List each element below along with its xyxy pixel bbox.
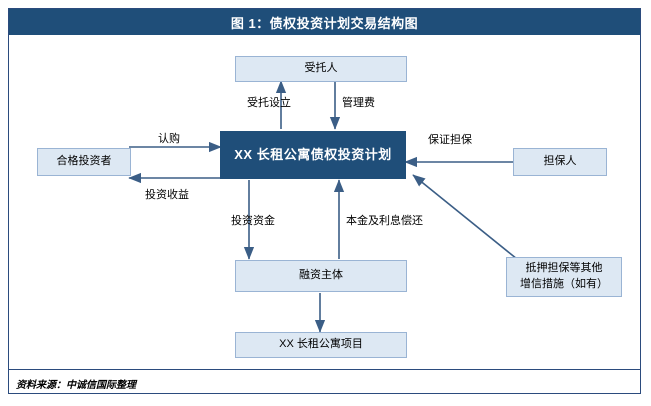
node-credit-measures-line1: 抵押担保等其他 (525, 262, 603, 275)
arrow-credit-support (412, 174, 518, 260)
edge-label-investment-funds: 投资资金 (231, 215, 275, 227)
edge-label-guarantee: 保证担保 (428, 134, 472, 146)
node-plan-label: XX 长租公寓债权投资计划 (234, 146, 392, 162)
node-qualified-investor: 合格投资者 (37, 148, 131, 176)
node-qualified-investor-label: 合格投资者 (56, 155, 112, 168)
edge-label-subscription: 认购 (158, 133, 180, 145)
node-project-label: XX 长租公寓项目 (279, 338, 363, 351)
node-project: XX 长租公寓项目 (235, 332, 407, 358)
arrow-layer (128, 80, 518, 333)
source-note: 资料来源：中诚信国际整理 (16, 380, 136, 391)
node-guarantor-label: 担保人 (543, 155, 577, 168)
node-guarantor: 担保人 (513, 148, 607, 176)
figure-frame (8, 8, 641, 394)
edge-label-management-fee: 管理费 (342, 97, 375, 109)
node-credit-measures: 抵押担保等其他 增信措施（如有） (506, 257, 622, 297)
edge-label-investment-return: 投资收益 (145, 189, 189, 201)
node-trustee-label: 受托人 (304, 62, 338, 75)
figure-title: 图 1：债权投资计划交易结构图 (9, 9, 640, 35)
footer-divider (9, 369, 640, 370)
edge-label-principal-interest: 本金及利息偿还 (346, 215, 423, 227)
node-financing-entity-label: 融资主体 (299, 269, 343, 282)
node-trustee: 受托人 (235, 56, 407, 82)
node-plan: XX 长租公寓债权投资计划 (220, 131, 406, 179)
edge-label-entrust-setup: 受托设立 (247, 97, 291, 109)
diagram-canvas: 受托人 合格投资者 XX 长租公寓债权投资计划 担保人 抵押担保等其他 增信措施… (9, 35, 640, 358)
node-credit-measures-line2: 增信措施（如有） (520, 278, 608, 290)
node-financing-entity: 融资主体 (235, 260, 407, 292)
